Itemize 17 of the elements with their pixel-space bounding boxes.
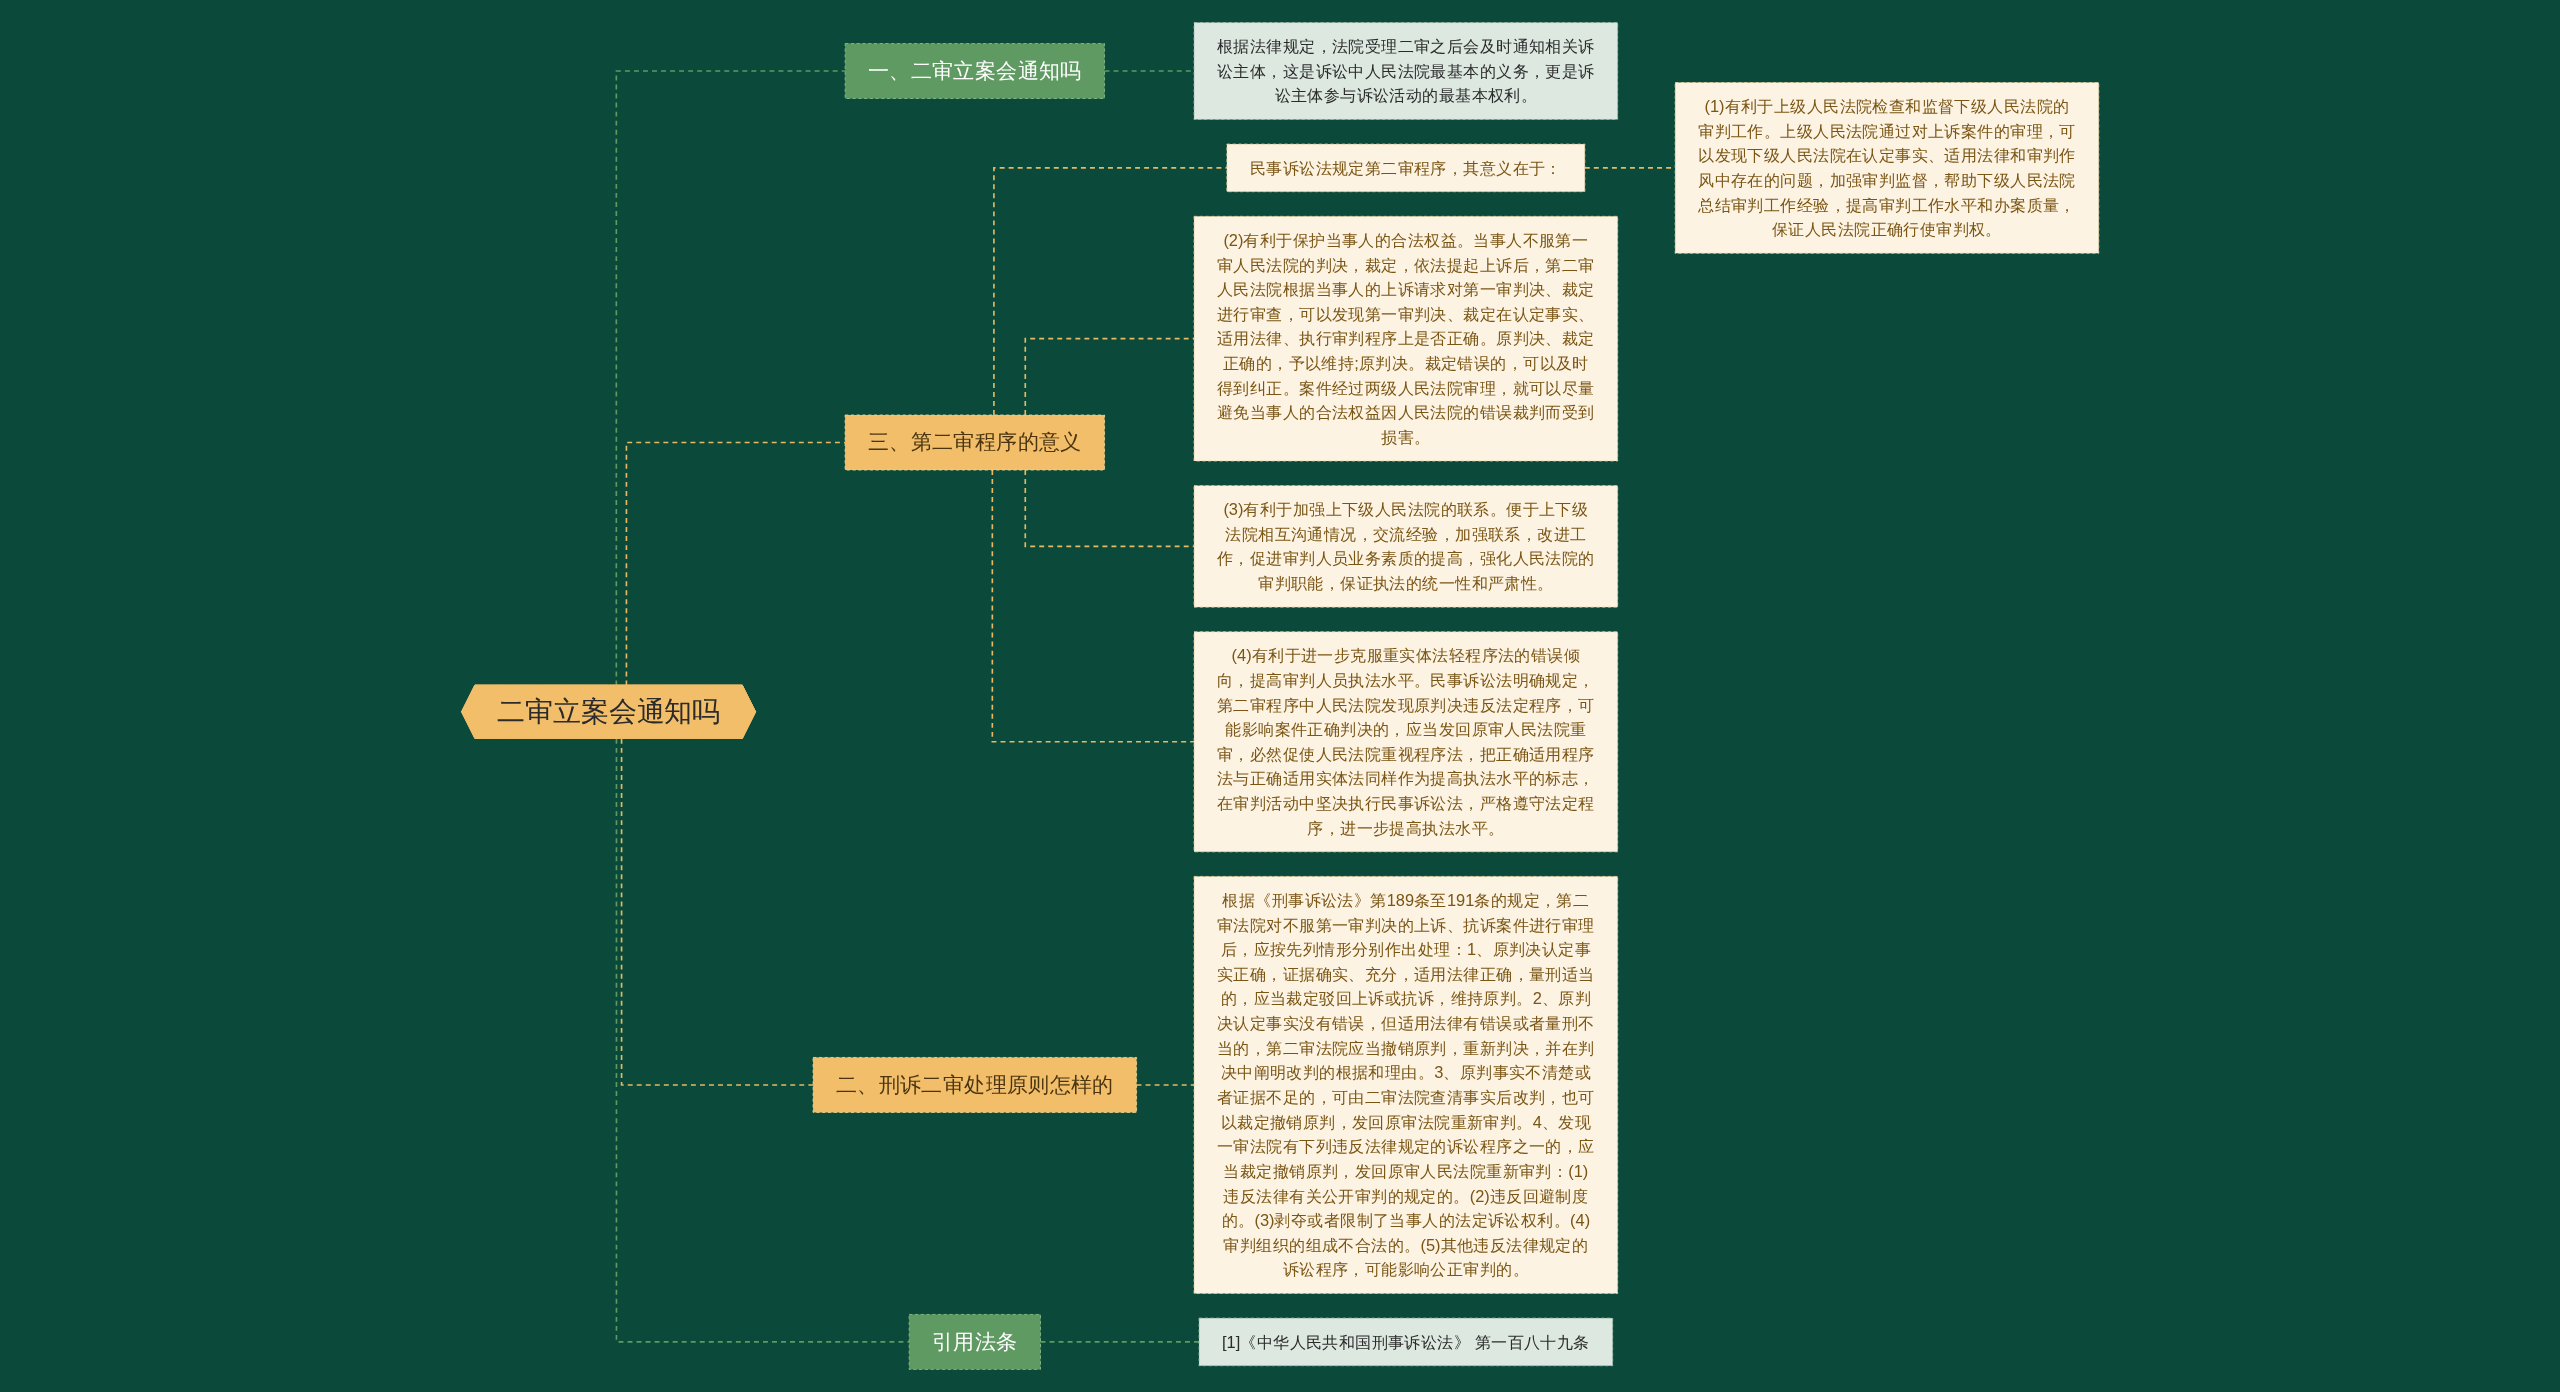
node-box: (4)有利于进一步克服重实体法轻程序法的错误倾向，提高审判人员执法水平。民事诉讼法明确规定，第二审程序中人民法院发现原判决违反法定程序，可能影响案件正确判决的，应当发回原审人民法院重审，必然促使人民法院重视程序法，把正确适用程序法与正确适用实体法同样作为提高执法水平的标志，在审判活动中坚决执行民事诉讼法，严格遵守法定程序，进一步提高执法水平。 xyxy=(1193,631,1618,853)
node-box: 根据法律规定，法院受理二审之后会及时通知相关诉讼主体，这是诉讼中人民法院最基本的义务，更是诉讼主体参与诉讼活动的最基本权利。 xyxy=(1193,22,1618,120)
connector xyxy=(1135,1084,1195,1086)
node-box: (3)有利于加强上下级人民法院的联系。便于上下级法院相互沟通情况，交流经验，加强联系，改进工作，促进审判人员业务素质的提高，强化人民法院的审判职能，保证执法的统一性和严肃性。 xyxy=(1193,485,1618,608)
connector xyxy=(1039,1341,1200,1343)
node-box: 引用法条 xyxy=(908,1314,1041,1370)
node-box: 民事诉讼法规定第二审程序，其意义在于： xyxy=(1226,143,1586,193)
node-box: 根据《刑事诉讼法》第189条至191条的规定，第二审法院对不服第一审判决的上诉、抗诉案件进行审理后，应按先列情形分别作出处理：1、原判决认定事实正确，证据确实、充分，适用法律正确，量刑适当的，应当裁定驳回上诉或抗诉，维持原判。2、原判决认定事实没有错误，但适用法律有错误或者量刑不当的，第二审法院应当撤销原判，重新判决，并在判决中阐明改判的根据和理由。3、原判事实不清楚或者证据不足的，可由二审法院查清事实后改判，也可以裁定撤销原判，发回原审法院重新审判。4、发现一审法院有下列违反法律规定的诉讼程序之一的，应当裁定撤销原判，发回原审人民法院重新审判：(1)违反法律有关公开审判的规定的。(2)违反回避制度的。(3)剥夺或者限制了当事人的法定诉讼权利。(4)审判组织的组成不合法的。(5)其他违反法律规定的诉讼程序，可能影响公正审判的。 xyxy=(1193,876,1618,1294)
node-box: (2)有利于保护当事人的合法权益。当事人不服第一审人民法院的判决，裁定，依法提起上诉后，第二审人民法院根据当事人的上诉请求对第一审判决、裁定进行审查，可以发现第一审判决、裁定在认定事实、适用法律、执行审判程序上是否正确。原判决、裁定正确的，予以维持;原判决。裁定错误的，可以及时得到纠正。案件经过两级人民法院审理，就可以尽量避免当事人的合法权益因人民法院的错误裁判而受到损害。 xyxy=(1193,215,1618,462)
connector xyxy=(620,738,814,1086)
connector xyxy=(991,469,1195,743)
connector xyxy=(615,70,846,687)
node-box: 三、第二审程序的意义 xyxy=(844,414,1105,471)
node-box: [1]《中华人民共和国刑事诉讼法》 第一百八十九条 xyxy=(1198,1317,1613,1367)
node-box: 一、二审立案会通知吗 xyxy=(844,43,1105,99)
node-box: (1)有利于上级人民法院检查和监督下级人民法院的审判工作。上级人民法院通过对上诉案件的审理，可以发现下级人民法院在认定事实、适用法律和审判作风中存在的问题，加强审判监督，帮助下级人民法院总结审判工作经验，提高审判工作水平和办案质量，保证人民法院正确行使审判权。 xyxy=(1674,82,2099,254)
node-box: 二、刑诉二审处理原则怎样的 xyxy=(812,1057,1137,1113)
